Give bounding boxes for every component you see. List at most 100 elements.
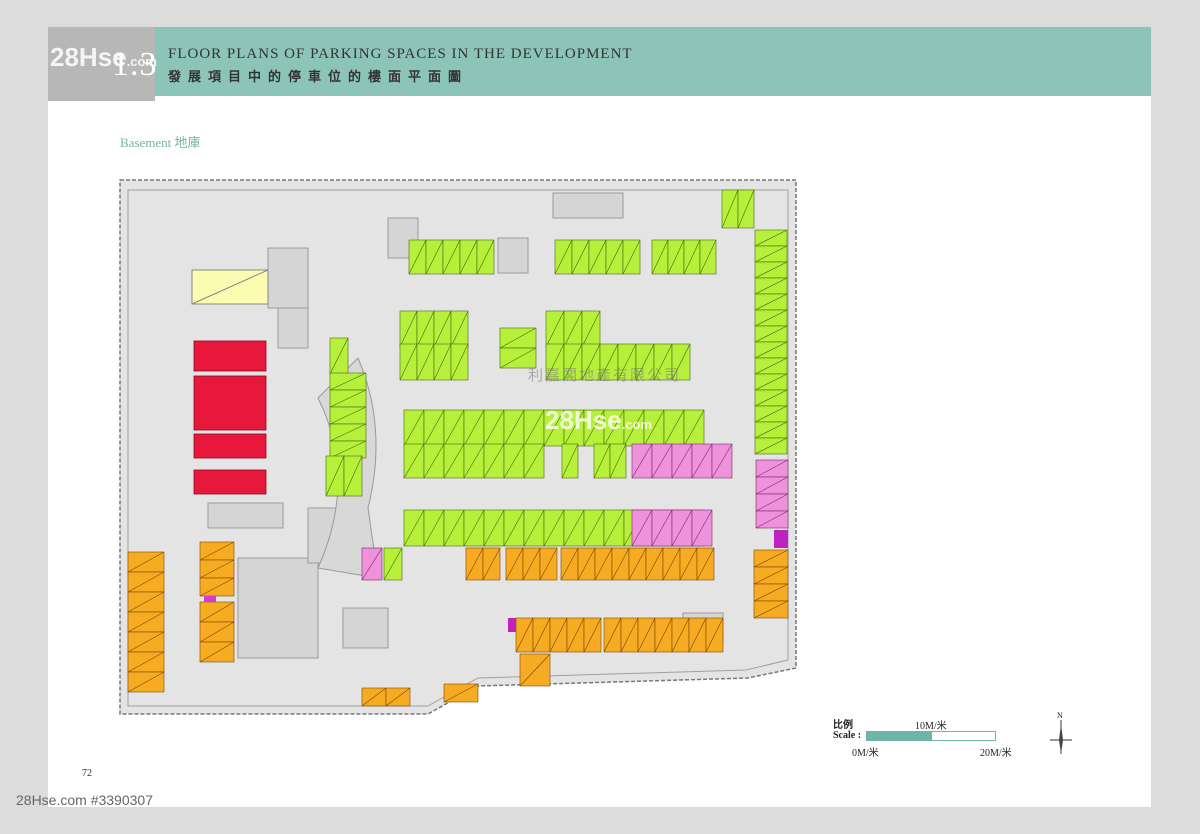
parking-space-diagonal (483, 409, 505, 447)
page-number: 72 (82, 768, 92, 779)
watermark-logo: 28Hse.com (50, 42, 157, 72)
svg-text:N: N (1057, 711, 1063, 720)
parking-space-diagonal (754, 245, 788, 263)
parking-space-diagonal (645, 547, 664, 581)
parking-space-diagonal (599, 343, 619, 381)
parking-space-diagonal (343, 455, 363, 497)
scale-bar-fill (867, 732, 932, 740)
parking-space-diagonal (199, 641, 235, 663)
parking-space-diagonal (450, 343, 469, 381)
building-core (207, 192, 724, 659)
parking-space-diagonal (620, 617, 639, 653)
floor-plan (119, 179, 797, 715)
parking-space-diagonal (433, 343, 452, 381)
scale-tick-20: 20M/米 (980, 748, 1012, 759)
parking-space-diagonal (199, 541, 235, 561)
parking-space-diagonal (631, 509, 653, 547)
parking-space-diagonal (403, 443, 425, 479)
parking-space-diagonal (631, 443, 653, 479)
parking-space-diagonal (505, 547, 524, 581)
parking-space-diagonal (383, 547, 403, 581)
parking-space-diagonal (403, 509, 425, 547)
parking-space-diagonal (560, 547, 579, 581)
parking-space-diagonal (617, 343, 637, 381)
parking-space-diagonal (754, 325, 788, 343)
parking-space-diagonal (545, 310, 565, 348)
listing-watermark: 28Hse.com #3390307 (16, 792, 153, 808)
parking-space-diagonal (523, 409, 545, 447)
parking-space-diagonal (671, 509, 693, 547)
parking-space-diagonal (577, 547, 596, 581)
parking-space-diagonal (679, 547, 698, 581)
parking-space-diagonal (754, 389, 788, 407)
parking-space-diagonal (127, 651, 165, 673)
parking-space-diagonal (755, 510, 789, 529)
parking-space-diagonal (754, 421, 788, 439)
parking-space-diagonal (361, 547, 383, 581)
parking-space-diagonal (603, 509, 625, 547)
parking-space-diagonal (399, 343, 418, 381)
parking-space-diagonal (515, 617, 534, 653)
parking-space-diagonal (753, 566, 789, 585)
parking-space-diagonal (450, 310, 469, 348)
parking-space-diagonal (423, 409, 445, 447)
section-number: 1.3 (112, 46, 158, 83)
parking-space-diagonal (523, 509, 545, 547)
parking-space-diagonal (199, 601, 235, 623)
motorcycle-spaces (127, 541, 789, 707)
parking-space-diagonal (628, 547, 647, 581)
parking-space-diagonal (539, 547, 558, 581)
parking-space-diagonal (705, 617, 724, 653)
parking-space-diagonal (329, 423, 367, 442)
parking-space-diagonal (583, 509, 605, 547)
parking-space-diagonal (482, 547, 501, 581)
parking-space-diagonal (532, 617, 551, 653)
parking-space-diagonal (563, 509, 585, 547)
parking-space-diagonal (561, 443, 579, 479)
parking-space-diagonal (593, 443, 611, 479)
parking-space-diagonal (581, 310, 601, 348)
scale-label-en: Scale : (833, 730, 862, 741)
parking-space-diagonal (754, 261, 788, 279)
parking-space-diagonal (554, 239, 573, 275)
parking-space-diagonal (754, 357, 788, 375)
parking-space-diagonal (443, 409, 465, 447)
parking-space-diagonal (329, 337, 349, 375)
parking-space-diagonal (754, 293, 788, 311)
parking-space-diagonal (571, 239, 590, 275)
parking-space-diagonal (425, 239, 444, 275)
parking-space-diagonal (523, 443, 545, 479)
parking-space-diagonal (476, 239, 495, 275)
loading-bays (193, 340, 267, 495)
parking-space-diagonal (753, 549, 789, 568)
parking-space-diagonal (581, 343, 601, 381)
parking-space-diagonal (667, 239, 685, 275)
parking-space-diagonal (754, 341, 788, 359)
parking-space-diagonal (583, 617, 602, 653)
parking-space-diagonal (711, 443, 733, 479)
parking-space-diagonal (442, 239, 461, 275)
parking-space-diagonal (622, 239, 641, 275)
parking-space-diagonal (199, 559, 235, 579)
parking-space-diagonal (691, 443, 713, 479)
parking-space-diagonal (423, 443, 445, 479)
parking-space-diagonal (663, 409, 685, 447)
parking-space-diagonal (671, 443, 693, 479)
parking-space-diagonal (443, 683, 479, 703)
parking-space-diagonal (755, 459, 789, 478)
parking-space-diagonal (754, 373, 788, 391)
parking-space-diagonal (721, 189, 739, 229)
parking-space-diagonal (643, 409, 665, 447)
parking-space-diagonal (423, 509, 445, 547)
header-band (155, 27, 1151, 96)
parking-space-diagonal (566, 617, 585, 653)
parking-space-diagonal (543, 509, 565, 547)
parking-space-diagonal (459, 239, 478, 275)
parking-space-diagonal (433, 310, 452, 348)
parking-space-diagonal (503, 509, 525, 547)
parking-space-diagonal (499, 327, 537, 349)
parking-space-diagonal (671, 343, 691, 381)
parking-space-diagonal (754, 277, 788, 295)
parking-space-diagonal (465, 547, 484, 581)
parking-space-diagonal (361, 687, 387, 707)
